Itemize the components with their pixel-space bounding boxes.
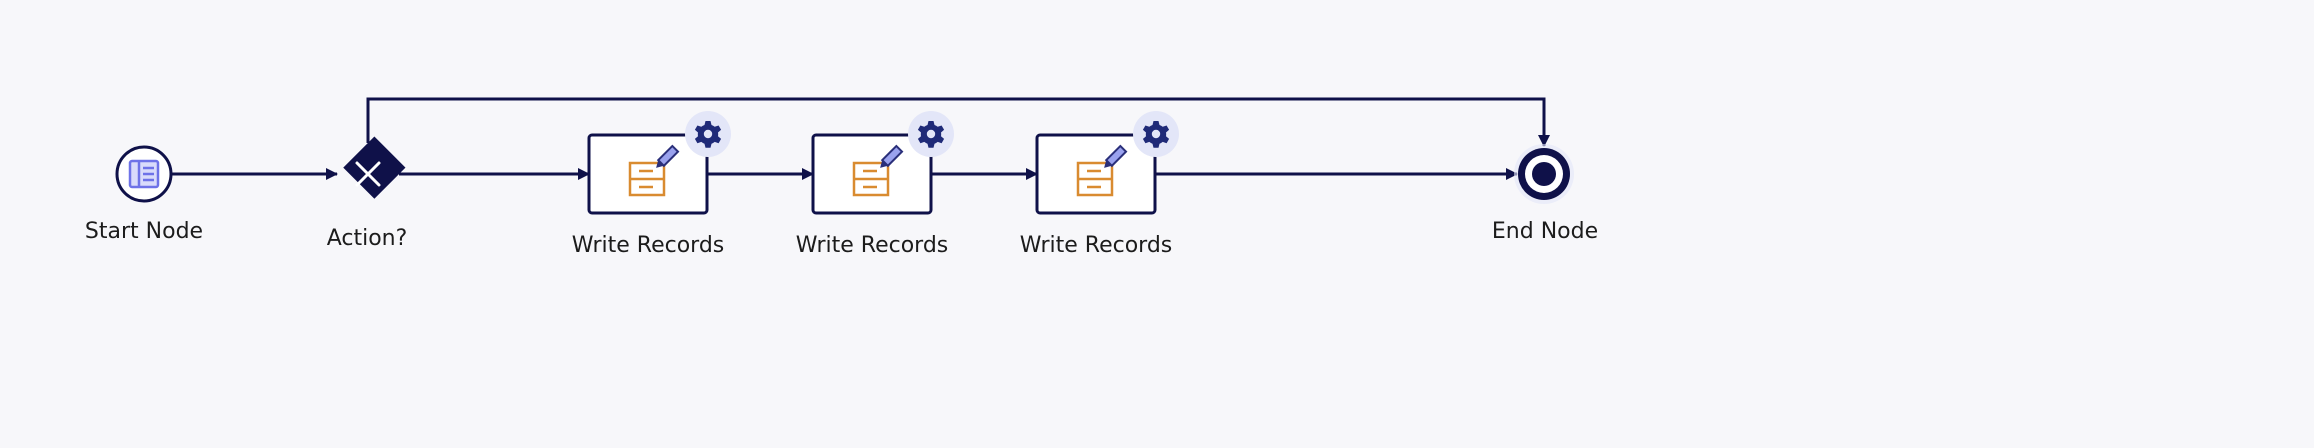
form-icon: [128, 159, 160, 189]
end-node-label: End Node: [1492, 219, 1598, 244]
start-node[interactable]: Start Node: [85, 145, 203, 244]
flow-gateway-to-end: [366, 97, 1550, 147]
task-label: Write Records: [1020, 233, 1173, 258]
task-write-records-1[interactable]: Write Records: [572, 111, 731, 258]
end-event-icon: [1518, 148, 1570, 200]
gateway-label: Action?: [327, 226, 408, 251]
end-node[interactable]: End Node: [1492, 144, 1598, 244]
close-x-icon: [355, 161, 381, 187]
gear-icon[interactable]: [908, 111, 954, 157]
flow-connectors: [172, 97, 1550, 180]
gateway-node[interactable]: Action?: [327, 136, 408, 251]
task-label: Write Records: [572, 233, 725, 258]
start-node-label: Start Node: [85, 219, 203, 244]
task-write-records-2[interactable]: Write Records: [796, 111, 954, 258]
gear-icon[interactable]: [685, 111, 731, 157]
gear-icon[interactable]: [1133, 111, 1179, 157]
task-write-records-3[interactable]: Write Records: [1020, 111, 1179, 258]
task-label: Write Records: [796, 233, 949, 258]
